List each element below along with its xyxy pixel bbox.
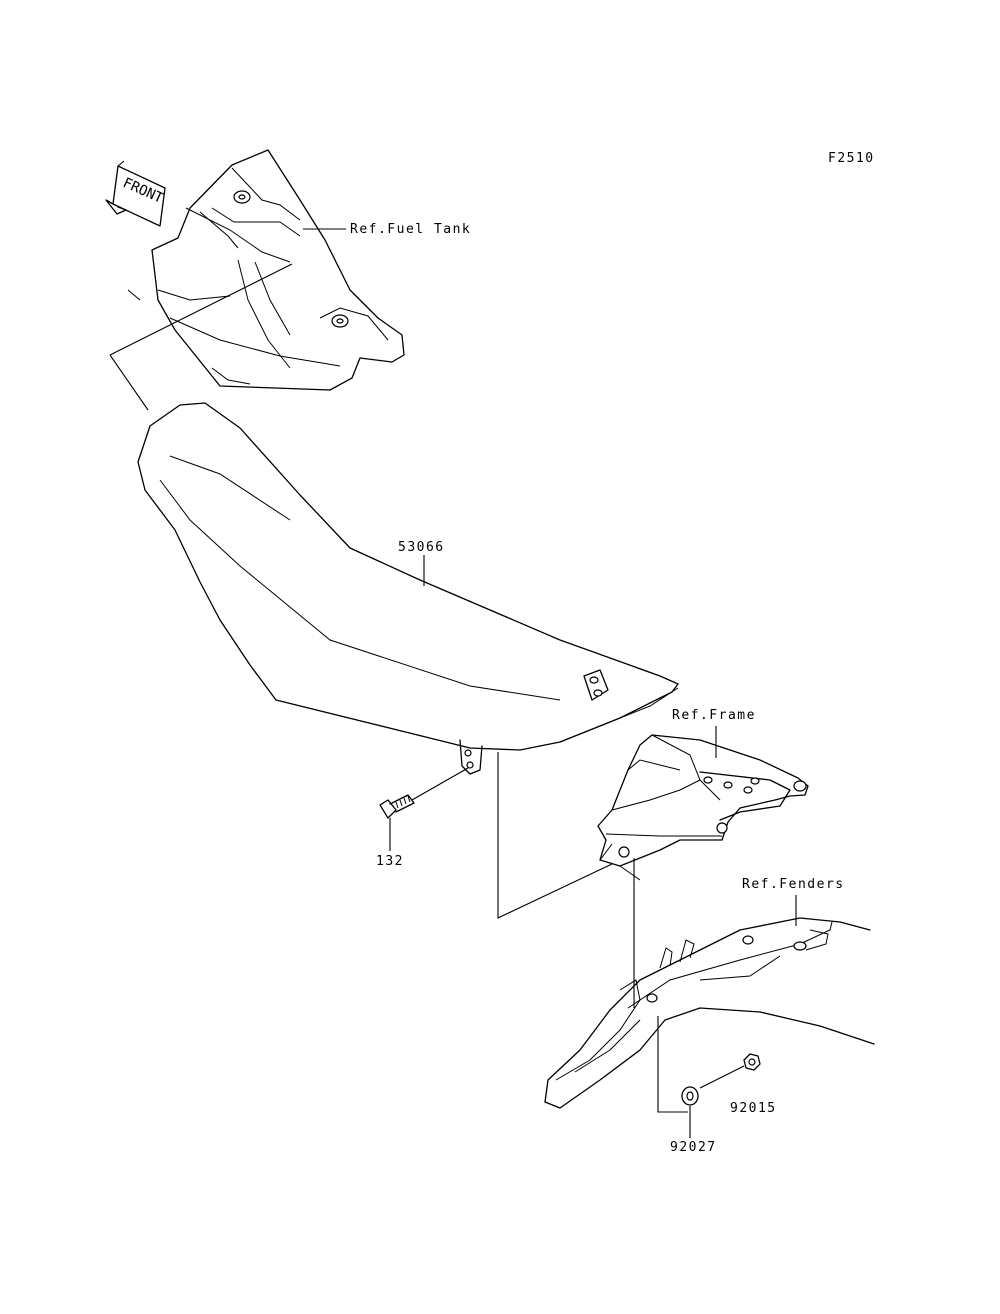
ref-fuel-tank-label: Ref.Fuel Tank bbox=[350, 222, 472, 237]
nut-washer-leader bbox=[657, 1016, 688, 1113]
seat-fender-connection-line bbox=[497, 752, 613, 919]
part-number-seat: 53066 bbox=[398, 540, 445, 555]
seat-icon bbox=[137, 402, 679, 775]
diagram-code: F2510 bbox=[828, 151, 875, 166]
part-number-nut: 92015 bbox=[730, 1101, 777, 1116]
front-arrow-icon: FRONT bbox=[105, 160, 166, 227]
nut-to-washer-line bbox=[699, 1065, 745, 1089]
front-arrow-label: FRONT bbox=[120, 175, 166, 207]
part-number-bolt: 132 bbox=[376, 854, 404, 869]
ref-frame-label: Ref.Frame bbox=[672, 708, 756, 723]
washer-icon bbox=[681, 1086, 699, 1106]
bolt-icon bbox=[379, 794, 415, 819]
fuel-tank-icon bbox=[127, 149, 405, 391]
frame-icon bbox=[597, 734, 809, 881]
part-number-washer: 92027 bbox=[670, 1140, 717, 1155]
bolt-leader bbox=[411, 767, 469, 801]
ref-fenders-label: Ref.Fenders bbox=[742, 877, 845, 892]
fender-icon bbox=[544, 917, 875, 1109]
tank-seat-connection-line bbox=[109, 263, 293, 411]
nut-icon bbox=[743, 1053, 761, 1071]
